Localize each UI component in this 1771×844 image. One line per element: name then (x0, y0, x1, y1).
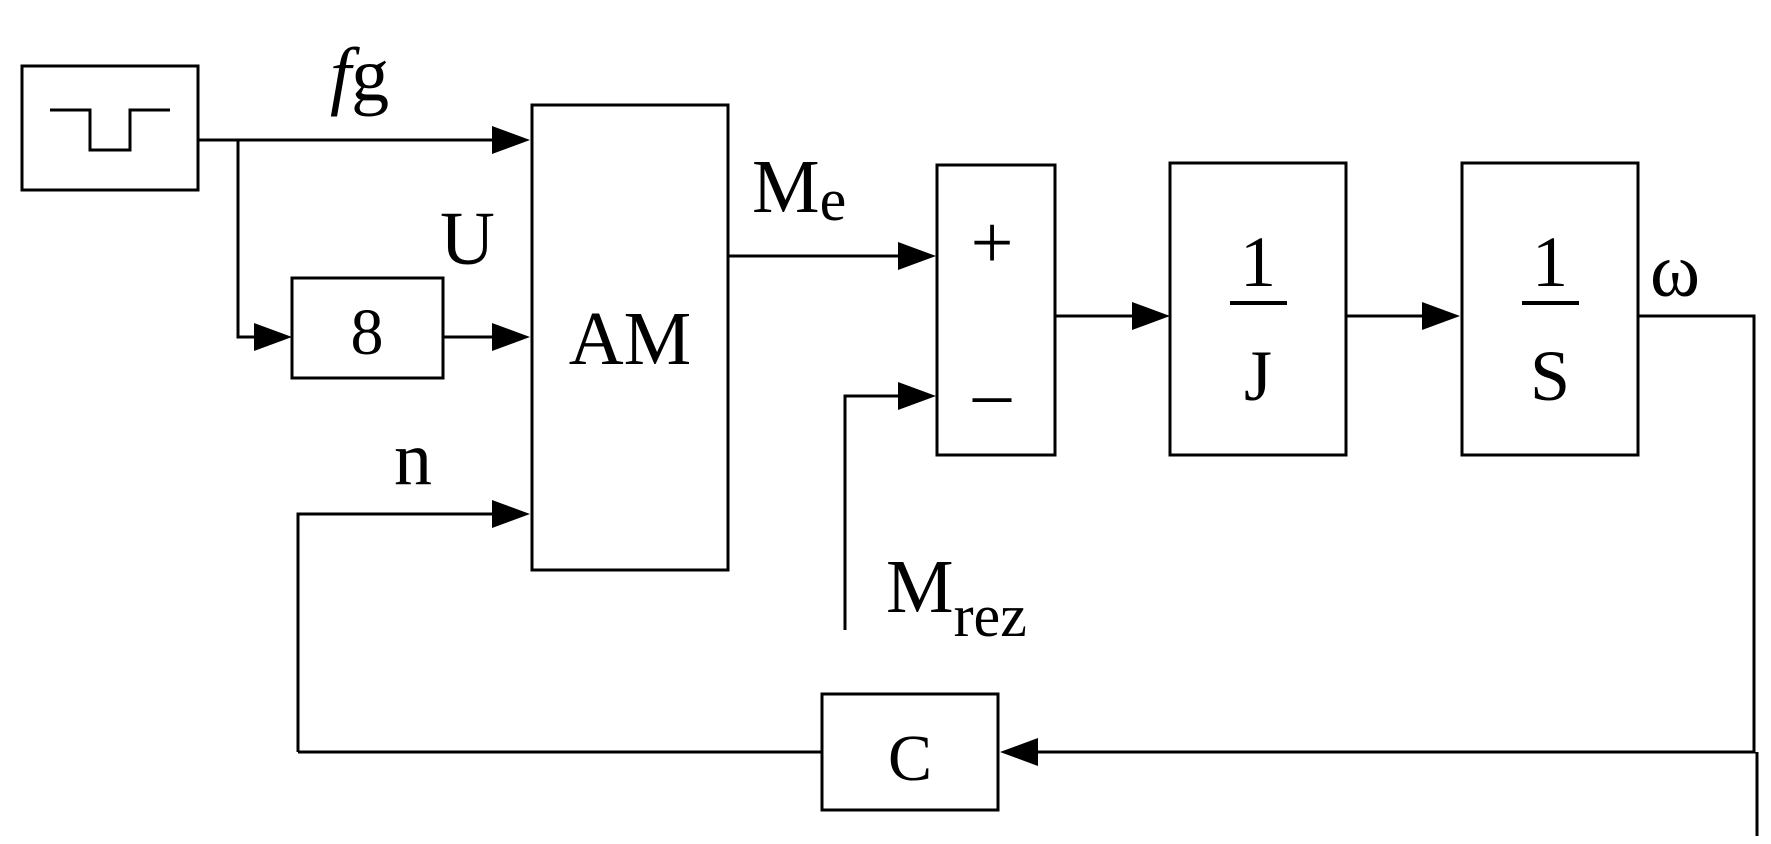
integrator-numerator: 1 (1532, 222, 1568, 302)
arrow-inertia-to-integrator (1422, 302, 1460, 330)
inertia-denominator: J (1244, 336, 1272, 416)
label-omega: ω (1650, 229, 1700, 313)
motor-block-label: AM (569, 297, 691, 381)
feedback-block-label: C (888, 722, 932, 795)
wire-branch-to-gain (236, 140, 256, 339)
arrow-fg (492, 126, 530, 154)
square-wave-icon (50, 108, 170, 152)
arrow-n (492, 500, 530, 528)
wire-omega-feedback (1035, 314, 1756, 754)
wire-n (296, 512, 498, 752)
arrow-me (898, 242, 936, 270)
gain-block: 8 (290, 276, 445, 380)
wire-mrez (843, 394, 904, 630)
integrator-block: 1 S (1460, 161, 1640, 457)
arrow-to-gain (254, 323, 292, 351)
label-fg: fg (330, 33, 389, 117)
label-me: Me (752, 145, 846, 233)
gain-value: 8 (351, 296, 384, 369)
sum-plus-sign: + (971, 201, 1014, 285)
label-n: n (394, 417, 432, 501)
inertia-block: 1 J (1168, 161, 1348, 457)
motor-block-am: AM (530, 103, 730, 572)
feedback-block-c: C (820, 692, 1000, 812)
summing-block: + – (935, 163, 1057, 457)
inertia-numerator: 1 (1240, 222, 1276, 302)
label-u: U (440, 197, 495, 281)
signal-source-block (20, 64, 200, 192)
sum-minus-sign: – (972, 351, 1012, 435)
arrow-feedback (1000, 738, 1038, 766)
arrow-u (492, 323, 530, 351)
arrow-sum-to-inertia (1132, 302, 1170, 330)
label-mrez: Mrez (886, 545, 1027, 649)
integrator-denominator: S (1530, 336, 1570, 416)
arrow-mrez (898, 382, 936, 410)
